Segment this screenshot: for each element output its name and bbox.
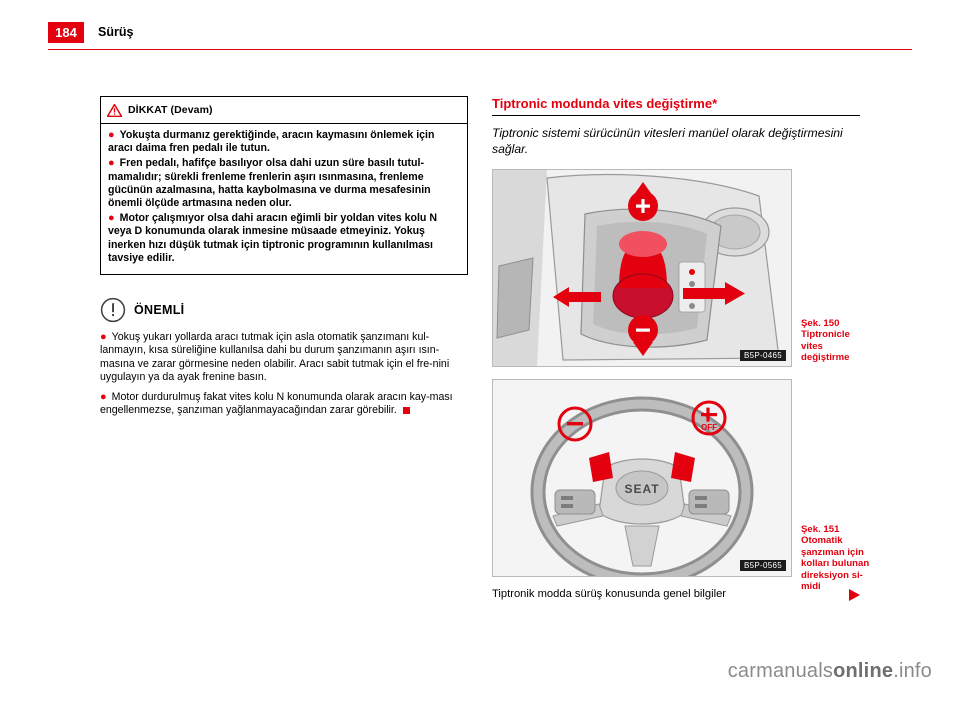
warning-item: ●Motor çalışmıyor olsa dahi aracın eğiml… [108,212,460,265]
section-intro: Tiptronic sistemi sürücünün vitesleri ma… [492,126,843,156]
bullet-icon: ● [100,331,107,344]
svg-text:OFF: OFF [701,423,717,432]
section-footer-text: Tiptronik modda sürüş konusunda genel bi… [492,588,727,600]
note-paragraph: ●Yokuş yukarı yollarda aracı tutmak için… [100,331,468,385]
figure-150: B5P-0465 Şek. 150 Tiptronicle vites deği… [492,169,850,367]
chapter-title: Sürüş [98,25,134,39]
left-column: DİKKAT (Devam) ●Yokuşta durmanız gerekti… [100,96,470,423]
bullet-icon: ● [108,212,115,225]
note-paragraph: ●Motor durdurulmuş fakat vites kolu N ko… [100,391,468,418]
svg-text:SEAT: SEAT [624,482,659,496]
exclamation-circle-icon [100,297,126,323]
page-header: 184 Sürüş [48,22,912,50]
warning-box-header: DİKKAT (Devam) [101,97,467,124]
arrow-right-icon [849,589,860,601]
right-column: Tiptronic modunda vites değiştirme* Tipt… [492,96,869,601]
bullet-icon: ● [108,129,115,141]
gear-selector-console-illustration [493,170,791,366]
figure-150-caption: Şek. 150 Tiptronicle vites değiştirme [801,318,850,364]
watermark: carmanualsonline.info [728,660,932,683]
figure-code: B5P-0465 [740,350,786,361]
bullet-icon: ● [108,157,115,170]
figure-151-caption: Şek. 151 Otomatik şanzıman için kolları … [801,524,870,593]
note-paragraph-text: Yokuş yukarı yollarda aracı tutmak için … [100,331,450,384]
watermark-text: carmanuals [727,660,834,682]
warning-item-text: Yokuşta durmanız gerektiğinde, aracın ka… [108,129,435,155]
figure-151: SEAT [492,379,869,592]
header-divider [48,49,912,50]
steering-wheel-paddles-illustration: SEAT [493,380,791,588]
warning-triangle-icon [107,103,122,117]
figure-code: B5P-0565 [740,560,786,571]
note-box: ÖNEMLİ ●Yokuş yukarı yollarda aracı tutm… [100,297,468,417]
section-end-marker [402,406,410,414]
warning-item-text: Fren pedalı, hafifçe basılıyor olsa dahi… [108,157,431,210]
note-paragraph-text: Motor durdurulmuş fakat vites kolu N kon… [100,390,453,417]
note-box-title: ÖNEMLİ [134,303,185,318]
warning-item-text: Motor çalışmıyor olsa dahi aracın eğimli… [108,212,437,264]
page-number-badge: 184 [48,22,84,43]
watermark-bold-text: online [833,660,894,682]
section-footer: Tiptronik modda sürüş konusunda genel bi… [492,588,860,601]
warning-box: DİKKAT (Devam) ●Yokuşta durmanız gerekti… [100,96,468,276]
warning-box-body: ●Yokuşta durmanız gerektiğinde, aracın k… [101,124,467,274]
note-box-header: ÖNEMLİ [100,297,468,323]
section-title: Tiptronic modunda vites değiştirme* [492,96,860,116]
warning-box-title: DİKKAT (Devam) [128,104,213,116]
bullet-icon: ● [100,390,107,403]
warning-item: ●Fren pedalı, hafifçe basılıyor olsa dah… [108,157,460,210]
warning-item: ●Yokuşta durmanız gerektiğinde, aracın k… [108,129,460,155]
watermark-suffix: .info [893,660,932,682]
